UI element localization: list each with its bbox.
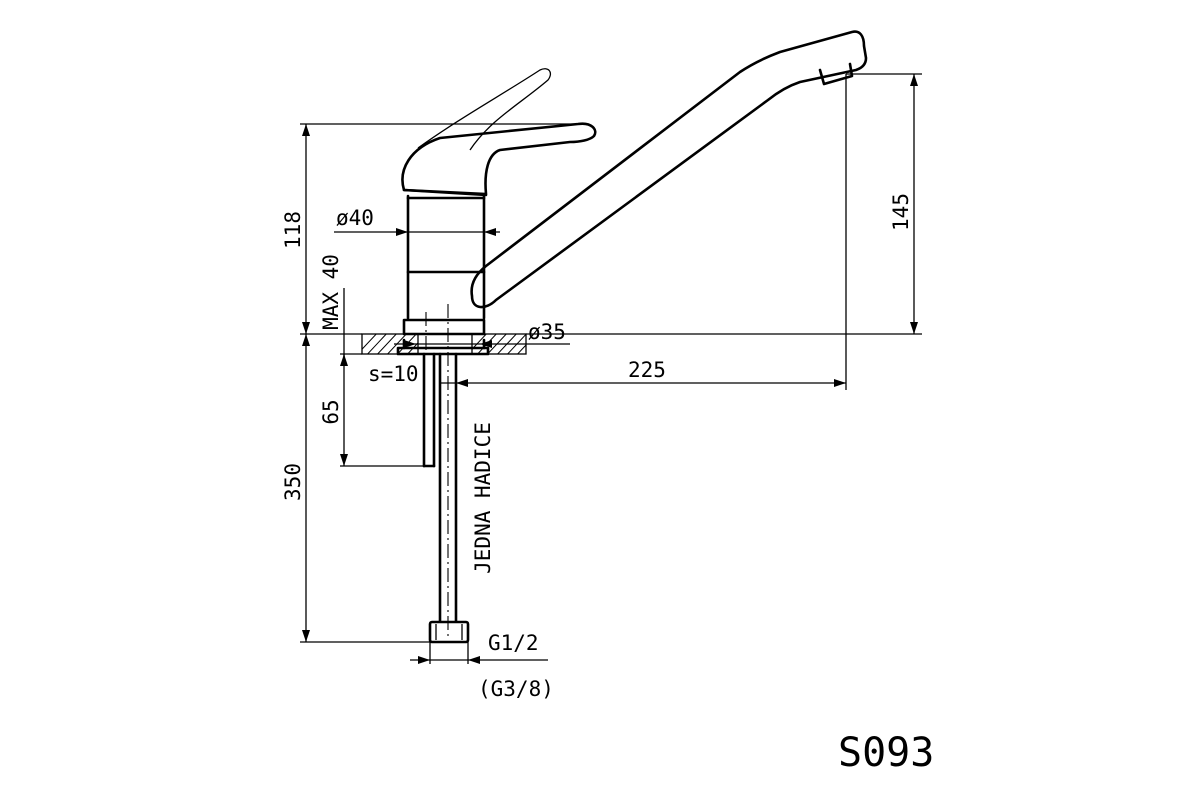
thread-label: G1/2 [488, 631, 539, 655]
lever-raised-position [417, 68, 552, 151]
mounting-stud [422, 352, 436, 468]
dim-diameter-35-label: ø35 [528, 320, 566, 344]
hose-note-label: JEDNA HADICE [471, 422, 495, 574]
mounting-washer [396, 346, 490, 356]
hose-nut [428, 620, 470, 644]
dim-118-label: 118 [281, 211, 305, 249]
faucet-outline [401, 30, 868, 336]
faucet-body-cylinder [406, 194, 486, 320]
lever-handle [401, 122, 597, 196]
dim-65-label: 65 [319, 399, 343, 424]
model-code: S093 [838, 730, 934, 776]
thread-alt-label: (G3/8) [478, 677, 554, 701]
dim-diameter-40-label: ø40 [336, 206, 374, 230]
dim-max40-label: MAX 40 [319, 254, 343, 330]
dimension-lines [300, 73, 922, 664]
supply-hose [428, 352, 470, 644]
dim-225-label: 225 [628, 358, 666, 382]
aerator [818, 62, 854, 86]
dim-s10-label: s=10 [368, 362, 419, 386]
dim-145-label: 145 [889, 193, 913, 231]
swivel-spout [470, 30, 868, 309]
base-ring [402, 318, 486, 336]
dim-350-label: 350 [281, 463, 305, 501]
